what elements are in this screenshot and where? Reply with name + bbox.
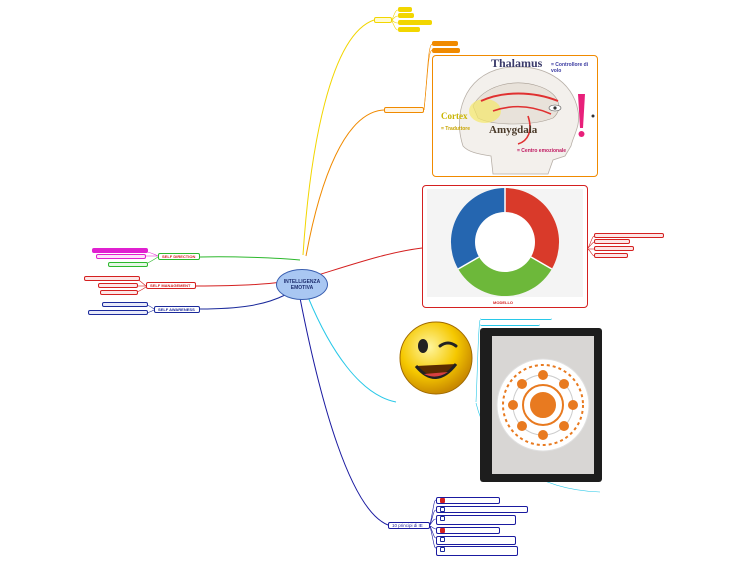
checkbox-icon: [440, 537, 445, 543]
model-item-4[interactable]: [594, 253, 628, 258]
orange-item-1[interactable]: [432, 41, 458, 46]
yellow-item-4[interactable]: [398, 27, 420, 32]
doily-caption-1: [480, 316, 552, 320]
self-awareness-item-2[interactable]: [88, 310, 148, 315]
self-awareness-item-1[interactable]: [102, 302, 148, 307]
yellow-branch-node[interactable]: [374, 17, 392, 23]
yellow-item-3[interactable]: [398, 20, 432, 25]
model-ring-diagram: [427, 187, 583, 297]
self-direction-item-1[interactable]: [92, 248, 148, 253]
red-flag-icon: [440, 498, 445, 504]
cortex-label: Cortex: [441, 111, 468, 121]
principle-item-4[interactable]: [436, 527, 500, 534]
smiley-image[interactable]: [396, 318, 476, 402]
amygdala-label: Amygdala: [489, 124, 538, 136]
self-management-item-2[interactable]: [98, 283, 138, 288]
principle-item-5[interactable]: [436, 536, 516, 545]
orange-item-2[interactable]: [432, 48, 460, 53]
self-management-node[interactable]: SELF MANAGEMENT: [146, 282, 196, 289]
emotional-center-label: = Centro emozionale: [517, 148, 567, 154]
principle-item-6[interactable]: [436, 546, 518, 556]
yellow-item-2[interactable]: [398, 13, 414, 18]
checkbox-icon: [440, 547, 445, 553]
doily-image: [496, 358, 590, 452]
central-topic[interactable]: INTELLIGENZA EMOTIVA: [276, 269, 328, 300]
thalamus-label: Thalamus: [491, 56, 543, 70]
principle-item-2[interactable]: [436, 506, 528, 513]
self-management-item-3[interactable]: [100, 290, 138, 295]
doily-caption-2: [480, 322, 540, 326]
model-item-3[interactable]: [594, 246, 634, 251]
self-direction-item-2[interactable]: [96, 254, 146, 259]
self-direction-node[interactable]: SELF DIRECTION: [158, 253, 200, 260]
principle-item-3[interactable]: [436, 515, 516, 525]
principle-item-1[interactable]: [436, 497, 500, 504]
orange-branch-node[interactable]: [384, 107, 424, 113]
self-awareness-node[interactable]: SELF AWARENESS: [154, 306, 200, 313]
doily-frame[interactable]: [480, 328, 602, 482]
principles-node[interactable]: 10 principi di IE: [388, 522, 430, 529]
model-item-2[interactable]: [594, 239, 630, 244]
controller-label: = Controllore di volo: [551, 62, 589, 74]
self-management-item-1[interactable]: [84, 276, 140, 281]
brain-panel[interactable]: Thalamus = Controllore di volo Cortex = …: [432, 55, 598, 177]
checkbox-icon: [440, 516, 445, 522]
model-label: MODELLO: [493, 300, 513, 305]
checkbox-icon: [440, 507, 445, 513]
model-item-1[interactable]: [594, 233, 664, 238]
translator-label: = Traduttore: [441, 126, 471, 132]
model-panel[interactable]: MODELLO: [422, 185, 588, 308]
yellow-item-1[interactable]: [398, 7, 412, 12]
winking-smiley-icon: [399, 321, 473, 395]
red-flag-icon: [440, 528, 445, 534]
brain-illustration: [459, 66, 595, 175]
self-direction-item-3[interactable]: [108, 262, 148, 267]
